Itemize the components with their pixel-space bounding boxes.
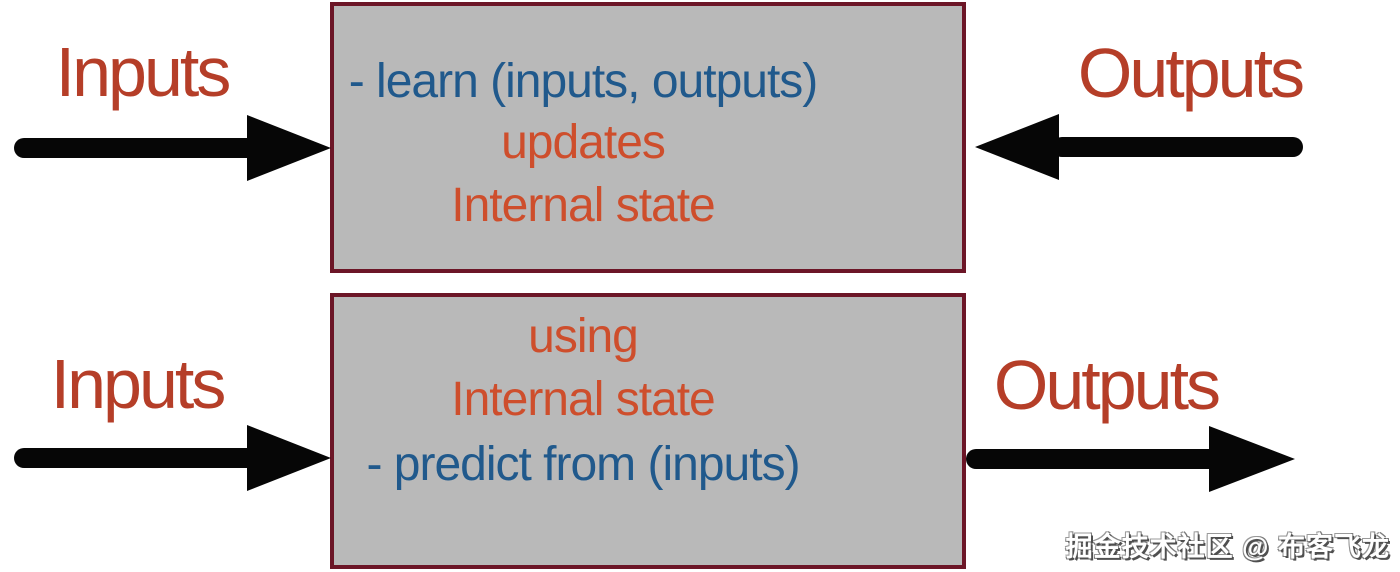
top-inputs-arrow-right-icon xyxy=(14,115,331,181)
learn-box-line-1: - learn (inputs, outputs) xyxy=(348,55,819,108)
learn-update-box xyxy=(330,2,966,273)
top-inputs-label: Inputs xyxy=(55,33,232,111)
bottom-inputs-arrow-right-icon xyxy=(14,425,331,491)
watermark-text: 掘金技术社区 @ 布客飞龙 xyxy=(1065,532,1390,562)
top-outputs-label: Outputs xyxy=(1077,34,1305,112)
bottom-outputs-label: Outputs xyxy=(993,346,1221,424)
bottom-outputs-arrow-right-icon xyxy=(966,426,1295,492)
predict-box xyxy=(330,293,966,569)
predict-box-line-1: using xyxy=(528,310,639,363)
predict-box-line-2: Internal state xyxy=(451,373,716,426)
learn-box-line-3: Internal state xyxy=(451,179,716,232)
predict-box-line-3: - predict from (inputs) xyxy=(366,438,800,491)
top-outputs-arrow-left-icon xyxy=(975,114,1303,180)
bottom-inputs-label: Inputs xyxy=(50,345,227,423)
learn-box-line-2: updates xyxy=(501,116,666,169)
